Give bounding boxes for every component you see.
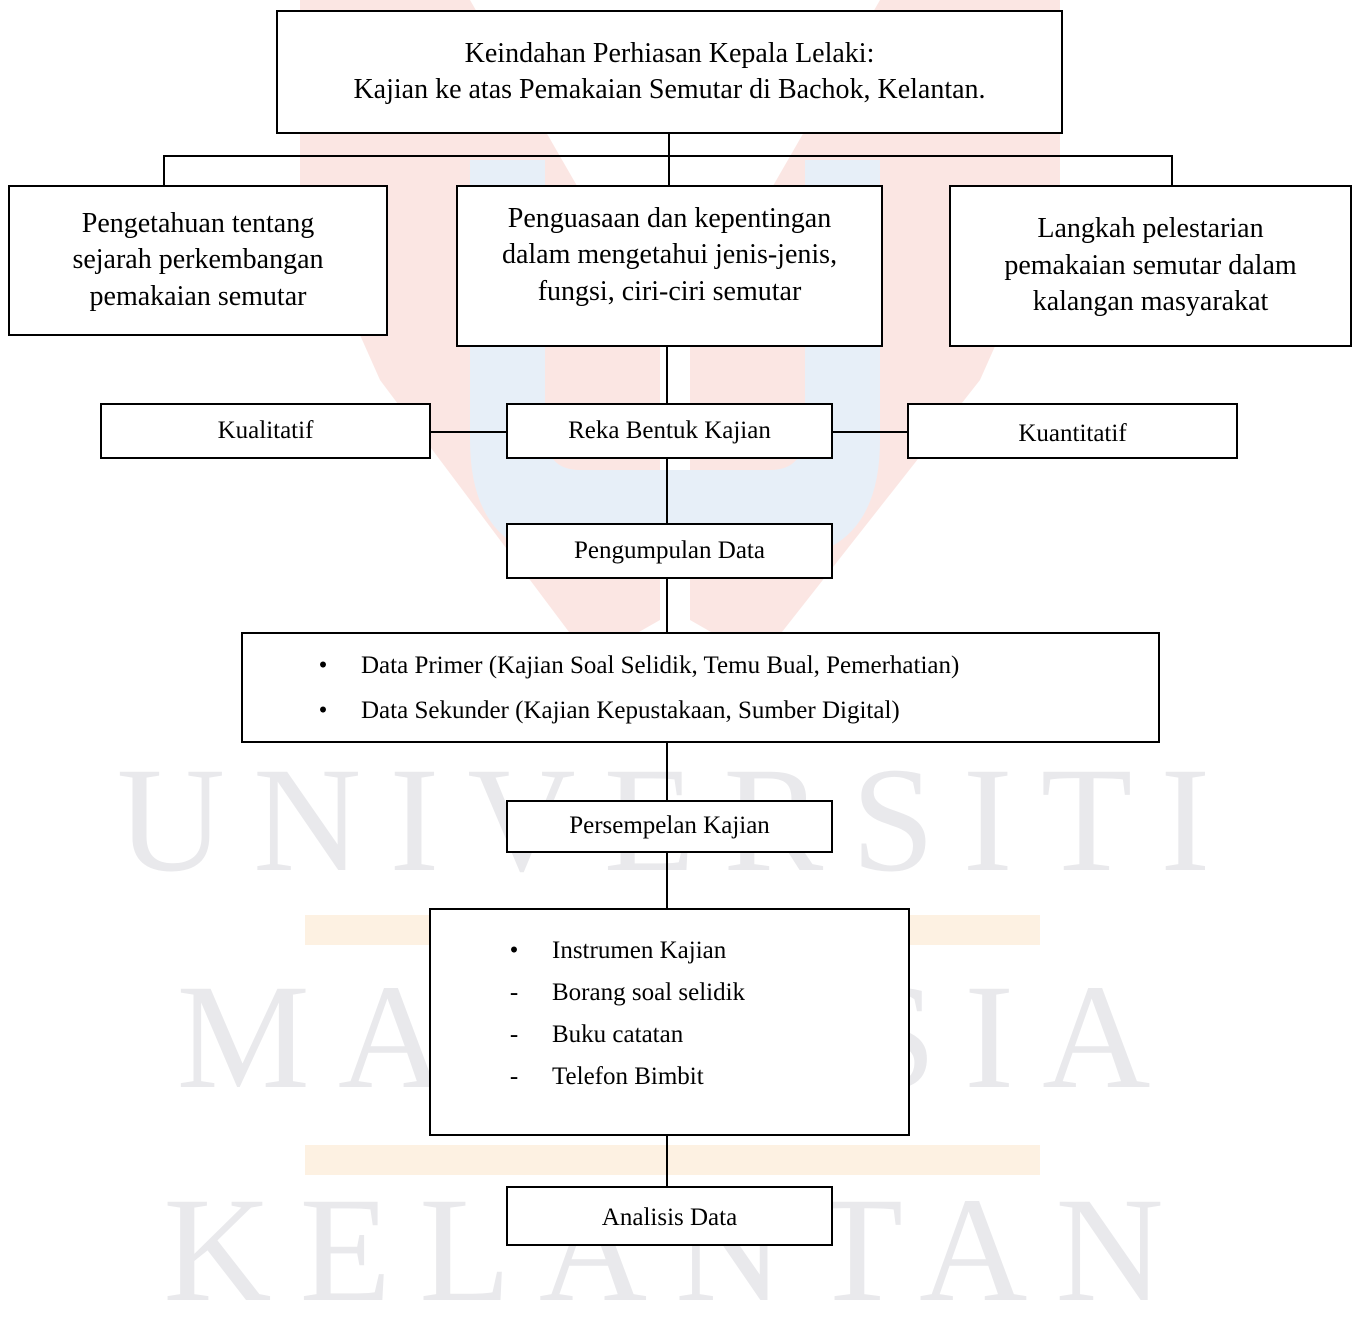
- list-item-text: Data Sekunder (Kajian Kepustakaan, Sumbe…: [361, 696, 900, 724]
- data-sources-list: • Data Primer (Kajian Soal Selidik, Temu…: [313, 643, 960, 733]
- title-line-1: Keindahan Perhiasan Kepala Lelaki:: [464, 37, 875, 69]
- bullet-marker: •: [318, 651, 328, 679]
- title-box: Keindahan Perhiasan Kepala Lelaki: Kajia…: [276, 10, 1063, 134]
- dash-marker: -: [509, 979, 519, 1006]
- sampling-box: Persempelan Kajian: [506, 800, 833, 853]
- watermark-band-bottom: [305, 1145, 1040, 1175]
- branch-line: pemakaian semutar dalam: [1004, 249, 1297, 281]
- instruments-box: • Instrumen Kajian - Borang soal selidik…: [429, 908, 910, 1136]
- connector-list-to-sampling: [666, 741, 668, 802]
- branch-line: dalam mengetahui jenis-jenis,: [501, 239, 838, 271]
- list-item: - Buku catatan: [504, 1014, 745, 1056]
- quantitative-box: Kuantitatif: [907, 403, 1238, 459]
- branch-line: sejarah perkembangan: [72, 244, 324, 276]
- branch-box-preservation: Langkah pelestarian pemakaian semutar da…: [949, 185, 1352, 347]
- bullet-marker: •: [509, 937, 519, 964]
- connector-sampling-to-instruments: [666, 851, 668, 910]
- list-item-text: Buku catatan: [552, 1021, 684, 1048]
- dash-marker: -: [509, 1021, 519, 1048]
- list-item: - Borang soal selidik: [504, 972, 745, 1014]
- quantitative-label: Kuantitatif: [1018, 419, 1127, 447]
- list-item: - Telefon Bimbit: [504, 1056, 745, 1098]
- list-item: • Data Sekunder (Kajian Kepustakaan, Sum…: [313, 688, 959, 733]
- branch-line: fungsi, ciri-ciri semutar: [537, 275, 802, 307]
- branch-line: Penguasaan dan kepentingan: [507, 203, 832, 234]
- branch-line: kalangan masyarakat: [1032, 286, 1269, 318]
- branch-line: pemakaian semutar: [89, 280, 307, 312]
- branch-box-mastery: Penguasaan dan kepentingan dalam mengeta…: [456, 185, 883, 347]
- collection-label: Pengumpulan Data: [574, 536, 765, 564]
- title-line-2: Kajian ke atas Pemakaian Semutar di Bach…: [353, 74, 986, 105]
- connector-branch-right: [1171, 155, 1173, 187]
- connector-design-right: [831, 431, 909, 433]
- qualitative-box: Kualitatif: [100, 403, 431, 459]
- branch-line: Langkah pelestarian: [1037, 213, 1264, 245]
- analysis-label: Analisis Data: [601, 1204, 738, 1231]
- connector-design-left: [430, 431, 508, 433]
- data-sources-box: • Data Primer (Kajian Soal Selidik, Temu…: [241, 632, 1160, 743]
- sampling-label: Persempelan Kajian: [569, 812, 770, 840]
- list-item-text: Telefon Bimbit: [552, 1063, 704, 1090]
- dash-marker: -: [509, 1063, 519, 1090]
- connector-middle-to-design: [666, 346, 668, 404]
- instruments-list: • Instrumen Kajian - Borang soal selidik…: [504, 930, 745, 1098]
- connector-instruments-to-analysis: [666, 1134, 668, 1188]
- branch-box-history: Pengetahuan tentang sejarah perkembangan…: [8, 185, 388, 336]
- bullet-marker: •: [318, 696, 328, 724]
- connector-title-down: [668, 133, 670, 187]
- connector-branch-left: [163, 155, 165, 187]
- analysis-box: Analisis Data: [506, 1186, 833, 1246]
- collection-box: Pengumpulan Data: [506, 523, 833, 579]
- qualitative-label: Kualitatif: [217, 416, 314, 444]
- list-item-text: Data Primer (Kajian Soal Selidik, Temu B…: [361, 651, 960, 679]
- list-item: • Instrumen Kajian: [504, 930, 745, 972]
- list-item-text: Instrumen Kajian: [552, 937, 727, 964]
- connector-collection-to-list: [666, 578, 668, 634]
- design-label: Reka Bentuk Kajian: [568, 416, 771, 444]
- branch-line: Pengetahuan tentang: [81, 207, 315, 239]
- list-item-text: Borang soal selidik: [552, 979, 746, 1006]
- connector-branch-bar: [163, 155, 1173, 157]
- list-item: • Data Primer (Kajian Soal Selidik, Temu…: [313, 643, 960, 688]
- design-box: Reka Bentuk Kajian: [506, 403, 833, 459]
- connector-design-to-collection: [666, 457, 668, 525]
